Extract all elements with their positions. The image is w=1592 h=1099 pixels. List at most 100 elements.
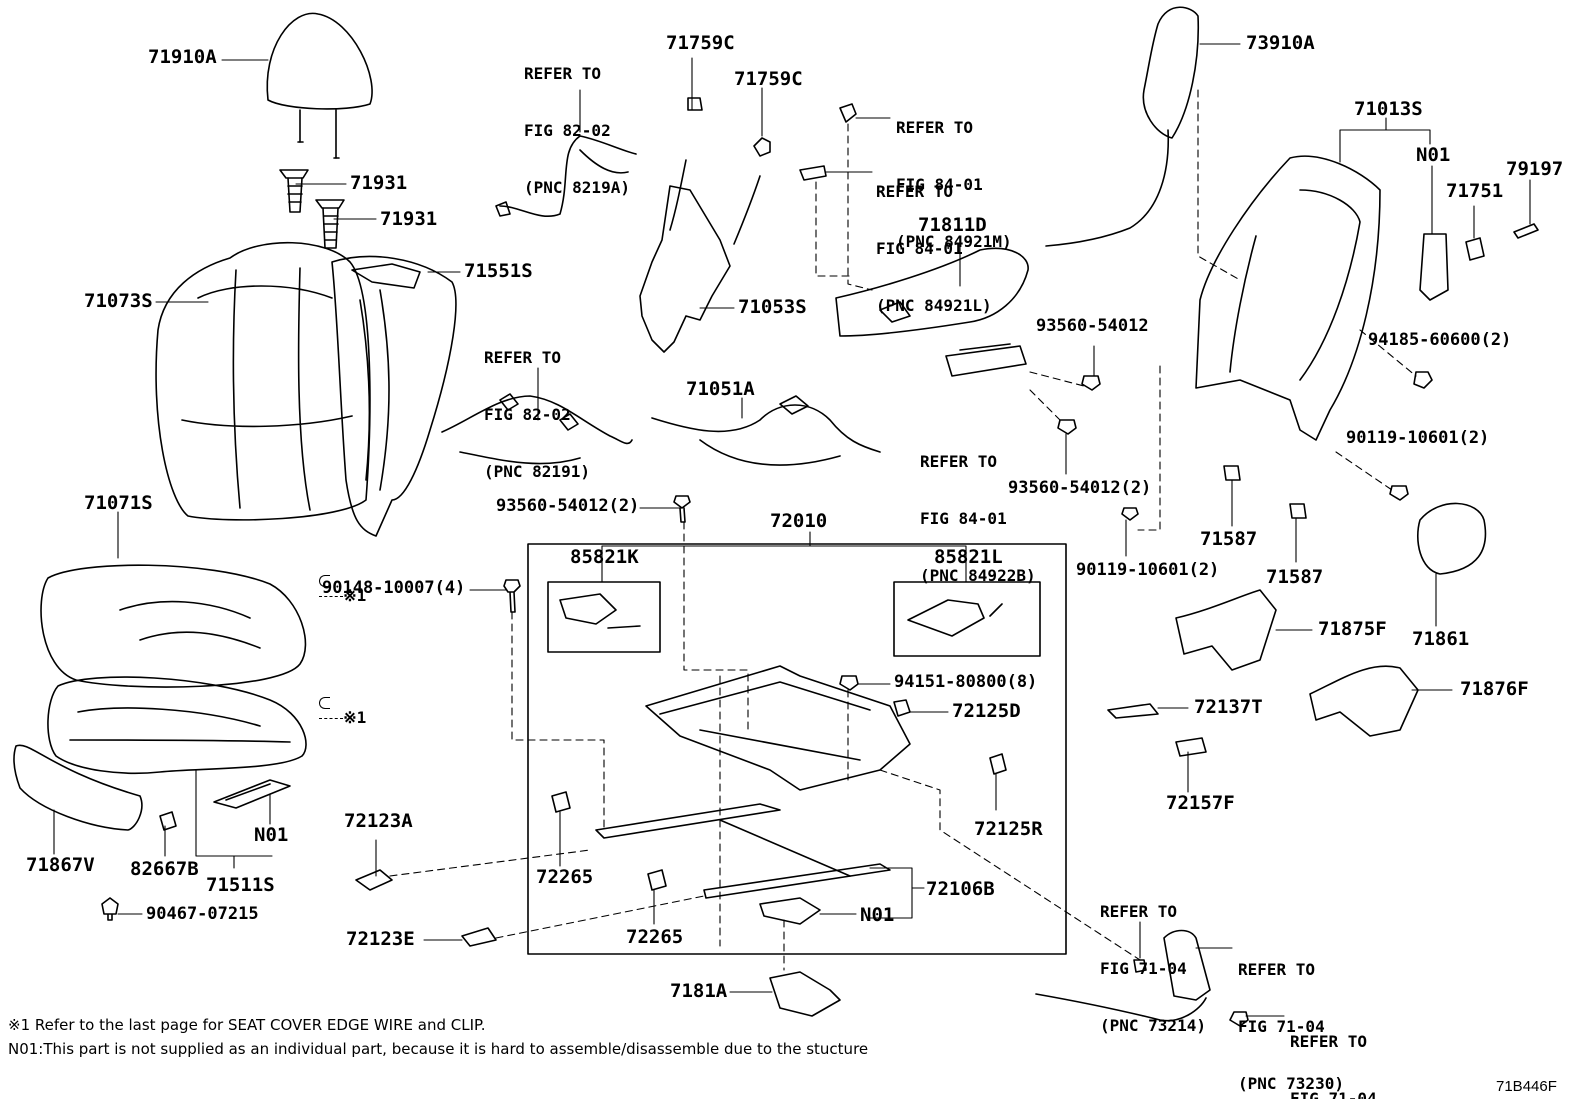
switch-84922B bbox=[945, 343, 1027, 377]
seatback-frame-71013S bbox=[1195, 155, 1381, 441]
switch-84921M bbox=[839, 103, 857, 123]
part-label[interactable]: 71013S bbox=[1354, 98, 1423, 120]
part-label[interactable]: 72010 bbox=[770, 510, 828, 532]
refer-to-note[interactable]: REFER TO FIG 82-02 (PNC 8219A) bbox=[524, 64, 630, 197]
refer-to-note[interactable]: REFER TO FIG 71-04 (PNC 73214) bbox=[1100, 902, 1206, 1035]
part-label[interactable]: 90119-10601(2) bbox=[1076, 560, 1220, 580]
part-label[interactable]: 72123E bbox=[346, 928, 415, 950]
motor-85821K bbox=[559, 593, 641, 629]
buckle-wire bbox=[1035, 993, 1207, 1022]
part-72157F bbox=[1175, 737, 1207, 757]
seat-adjuster-frame bbox=[645, 665, 911, 791]
part-label[interactable]: 90467-07215 bbox=[146, 904, 259, 924]
part-label[interactable]: 7181A bbox=[670, 980, 728, 1002]
side-shield-71811D bbox=[835, 247, 1029, 337]
part-label[interactable]: 71876F bbox=[1460, 678, 1529, 700]
part-label[interactable]: 71751 bbox=[1446, 180, 1504, 202]
part-label[interactable]: 72265 bbox=[626, 926, 684, 948]
part-7181A bbox=[769, 971, 841, 1017]
part-label[interactable]: 72157F bbox=[1166, 792, 1235, 814]
part-72265-a bbox=[551, 791, 571, 813]
grommet-73214 bbox=[1133, 959, 1147, 973]
cap-71759C-2 bbox=[753, 137, 771, 157]
part-label[interactable]: 71861 bbox=[1412, 628, 1470, 650]
refer-to-note[interactable]: REFER TO FIG 84-01 (PNC 84922B) bbox=[920, 452, 1036, 585]
assembly-box-72010 bbox=[527, 543, 1067, 955]
part-label[interactable]: 82667B bbox=[130, 858, 199, 880]
part-72125D bbox=[893, 699, 911, 717]
bracket-N01-left bbox=[213, 779, 291, 809]
headrest-guide-2 bbox=[315, 199, 345, 249]
part-label[interactable]: 71931 bbox=[350, 172, 408, 194]
part-label[interactable]: 72265 bbox=[536, 866, 594, 888]
part-72125R bbox=[989, 753, 1007, 775]
edge-wire-marker: ※1 bbox=[300, 556, 366, 604]
bolt-93560-mid bbox=[673, 495, 691, 523]
part-label[interactable]: 94185-60600(2) bbox=[1368, 330, 1512, 350]
nut-94151 bbox=[839, 675, 859, 691]
wire-harness-82191 bbox=[441, 393, 633, 465]
clip-90467 bbox=[101, 897, 119, 921]
part-label[interactable]: 71759C bbox=[666, 32, 735, 54]
part-72137T bbox=[1107, 703, 1159, 719]
part-label[interactable]: 93560-54012(2) bbox=[1008, 478, 1152, 498]
refer-to-note[interactable]: REFER TO FIG 84-01 (PNC 84921M) bbox=[896, 118, 1012, 251]
part-label[interactable]: N01 bbox=[254, 824, 289, 846]
edge-wire-marker: ※1 bbox=[300, 678, 366, 726]
part-label[interactable]: 73910A bbox=[1246, 32, 1315, 54]
refer-to-note[interactable]: REFER TO FIG 71-04 bbox=[1290, 1032, 1377, 1099]
part-label[interactable]: 85821L bbox=[934, 546, 1003, 568]
part-label[interactable]: 71071S bbox=[84, 492, 153, 514]
part-label[interactable]: 72137T bbox=[1194, 696, 1263, 718]
motor-N01-right bbox=[1419, 233, 1449, 301]
part-label[interactable]: 90119-10601(2) bbox=[1346, 428, 1490, 448]
cap-71759C-1 bbox=[687, 97, 703, 111]
refer-to-note[interactable]: REFER TO FIG 71-04 (PNC 73230) bbox=[1238, 960, 1344, 1093]
part-label[interactable]: 71053S bbox=[738, 296, 807, 318]
part-79197 bbox=[1513, 223, 1539, 239]
bolt-93560-b bbox=[1057, 419, 1077, 435]
cover-71861 bbox=[1417, 502, 1487, 575]
part-label[interactable]: 85821K bbox=[570, 546, 639, 568]
part-label[interactable]: N01 bbox=[1416, 144, 1451, 166]
footnote-n01: N01:This part is not supplied as an indi… bbox=[8, 1040, 869, 1058]
seatback-cover-drawing bbox=[155, 241, 371, 521]
part-label[interactable]: 72125R bbox=[974, 818, 1043, 840]
diagram-code: 71B446F bbox=[1496, 1078, 1557, 1095]
part-label[interactable]: 71051A bbox=[686, 378, 755, 400]
part-label[interactable]: 94151-80800(8) bbox=[894, 672, 1038, 692]
part-label[interactable]: N01 bbox=[860, 904, 895, 926]
subbox-85821L bbox=[893, 581, 1041, 657]
part-label[interactable]: 71587 bbox=[1200, 528, 1258, 550]
refer-to-note[interactable]: REFER TO FIG 82-02 (PNC 82191) bbox=[484, 348, 590, 481]
subbox-85821K bbox=[547, 581, 661, 653]
part-label[interactable]: 72123A bbox=[344, 810, 413, 832]
bolt-90119-a bbox=[1389, 485, 1409, 501]
part-label[interactable]: 71551S bbox=[464, 260, 533, 282]
part-label[interactable]: 79197 bbox=[1506, 158, 1564, 180]
part-label[interactable]: 71511S bbox=[206, 874, 275, 896]
motor-N01-rail bbox=[759, 897, 821, 925]
part-label[interactable]: 93560-54012(2) bbox=[496, 496, 640, 516]
part-label[interactable]: 71875F bbox=[1318, 618, 1387, 640]
part-label[interactable]: 71811D bbox=[918, 214, 987, 236]
nut-94185 bbox=[1413, 371, 1433, 389]
part-label[interactable]: 71073S bbox=[84, 290, 153, 312]
seat-cushion-pad-drawing bbox=[47, 676, 307, 775]
motor-85821L bbox=[907, 599, 1003, 637]
part-label[interactable]: 71910A bbox=[148, 46, 217, 68]
part-label[interactable]: 71587 bbox=[1266, 566, 1324, 588]
bolt-90148 bbox=[503, 579, 521, 613]
footnote-edge-wire: ※1 Refer to the last page for SEAT COVER… bbox=[8, 1016, 486, 1034]
part-label[interactable]: 71759C bbox=[734, 68, 803, 90]
part-72265-b bbox=[647, 869, 667, 891]
refer-to-note[interactable]: REFER TO FIG 84-01 (PNC 84921L) bbox=[876, 182, 992, 315]
part-label[interactable]: 93560-54012 bbox=[1036, 316, 1149, 336]
bolt-90119-b bbox=[1121, 507, 1139, 521]
part-label[interactable]: 72106B bbox=[926, 878, 995, 900]
part-label[interactable]: 72125D bbox=[952, 700, 1021, 722]
bolt-93560-a bbox=[1081, 375, 1101, 391]
part-label[interactable]: 71931 bbox=[380, 208, 438, 230]
part-label[interactable]: 71867V bbox=[26, 854, 95, 876]
part-label[interactable]: 90148-10007(4) bbox=[322, 578, 466, 598]
